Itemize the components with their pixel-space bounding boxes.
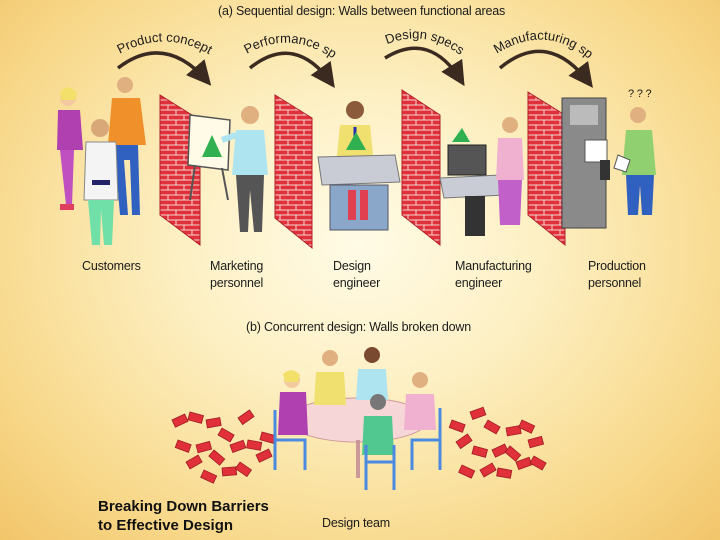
slide-caption: Breaking Down Barriers to Effective Desi…: [98, 498, 269, 534]
role-marketing: Marketing personnel: [210, 259, 264, 290]
flow-arrows: [116, 46, 593, 88]
brick-wall-2: [274, 94, 313, 250]
flow-arrow-1: [116, 51, 212, 86]
broken-wall-left: [171, 409, 277, 484]
flow-arrow-3: [384, 46, 465, 87]
design-team-figures: [273, 347, 442, 490]
design-team-label: Design team: [322, 516, 390, 530]
broken-wall-right: [448, 406, 547, 479]
role-customers: Customers: [82, 259, 141, 273]
design-engineer-figure: [317, 101, 401, 231]
flow-arrow-4: [498, 49, 593, 88]
customers-figures: [57, 77, 146, 245]
manufacturing-engineer-figure: [439, 117, 524, 236]
production-figures: [561, 97, 656, 229]
marketing-figures: [187, 106, 268, 232]
role-manufacturing-engineer: Manufacturing engineer: [455, 259, 532, 290]
role-production: Production personnel: [588, 259, 646, 290]
part-b-title: (b) Concurrent design: Walls broken down: [246, 320, 471, 334]
part-a-title: (a) Sequential design: Walls between fun…: [218, 4, 506, 18]
brick-wall-4: [527, 91, 566, 247]
brick-wall-3: [401, 89, 441, 247]
walls: [159, 89, 566, 250]
flow-arrow-2: [248, 51, 335, 88]
question-marks: ? ? ?: [628, 88, 652, 100]
role-design-engineer: Design engineer: [333, 259, 381, 290]
